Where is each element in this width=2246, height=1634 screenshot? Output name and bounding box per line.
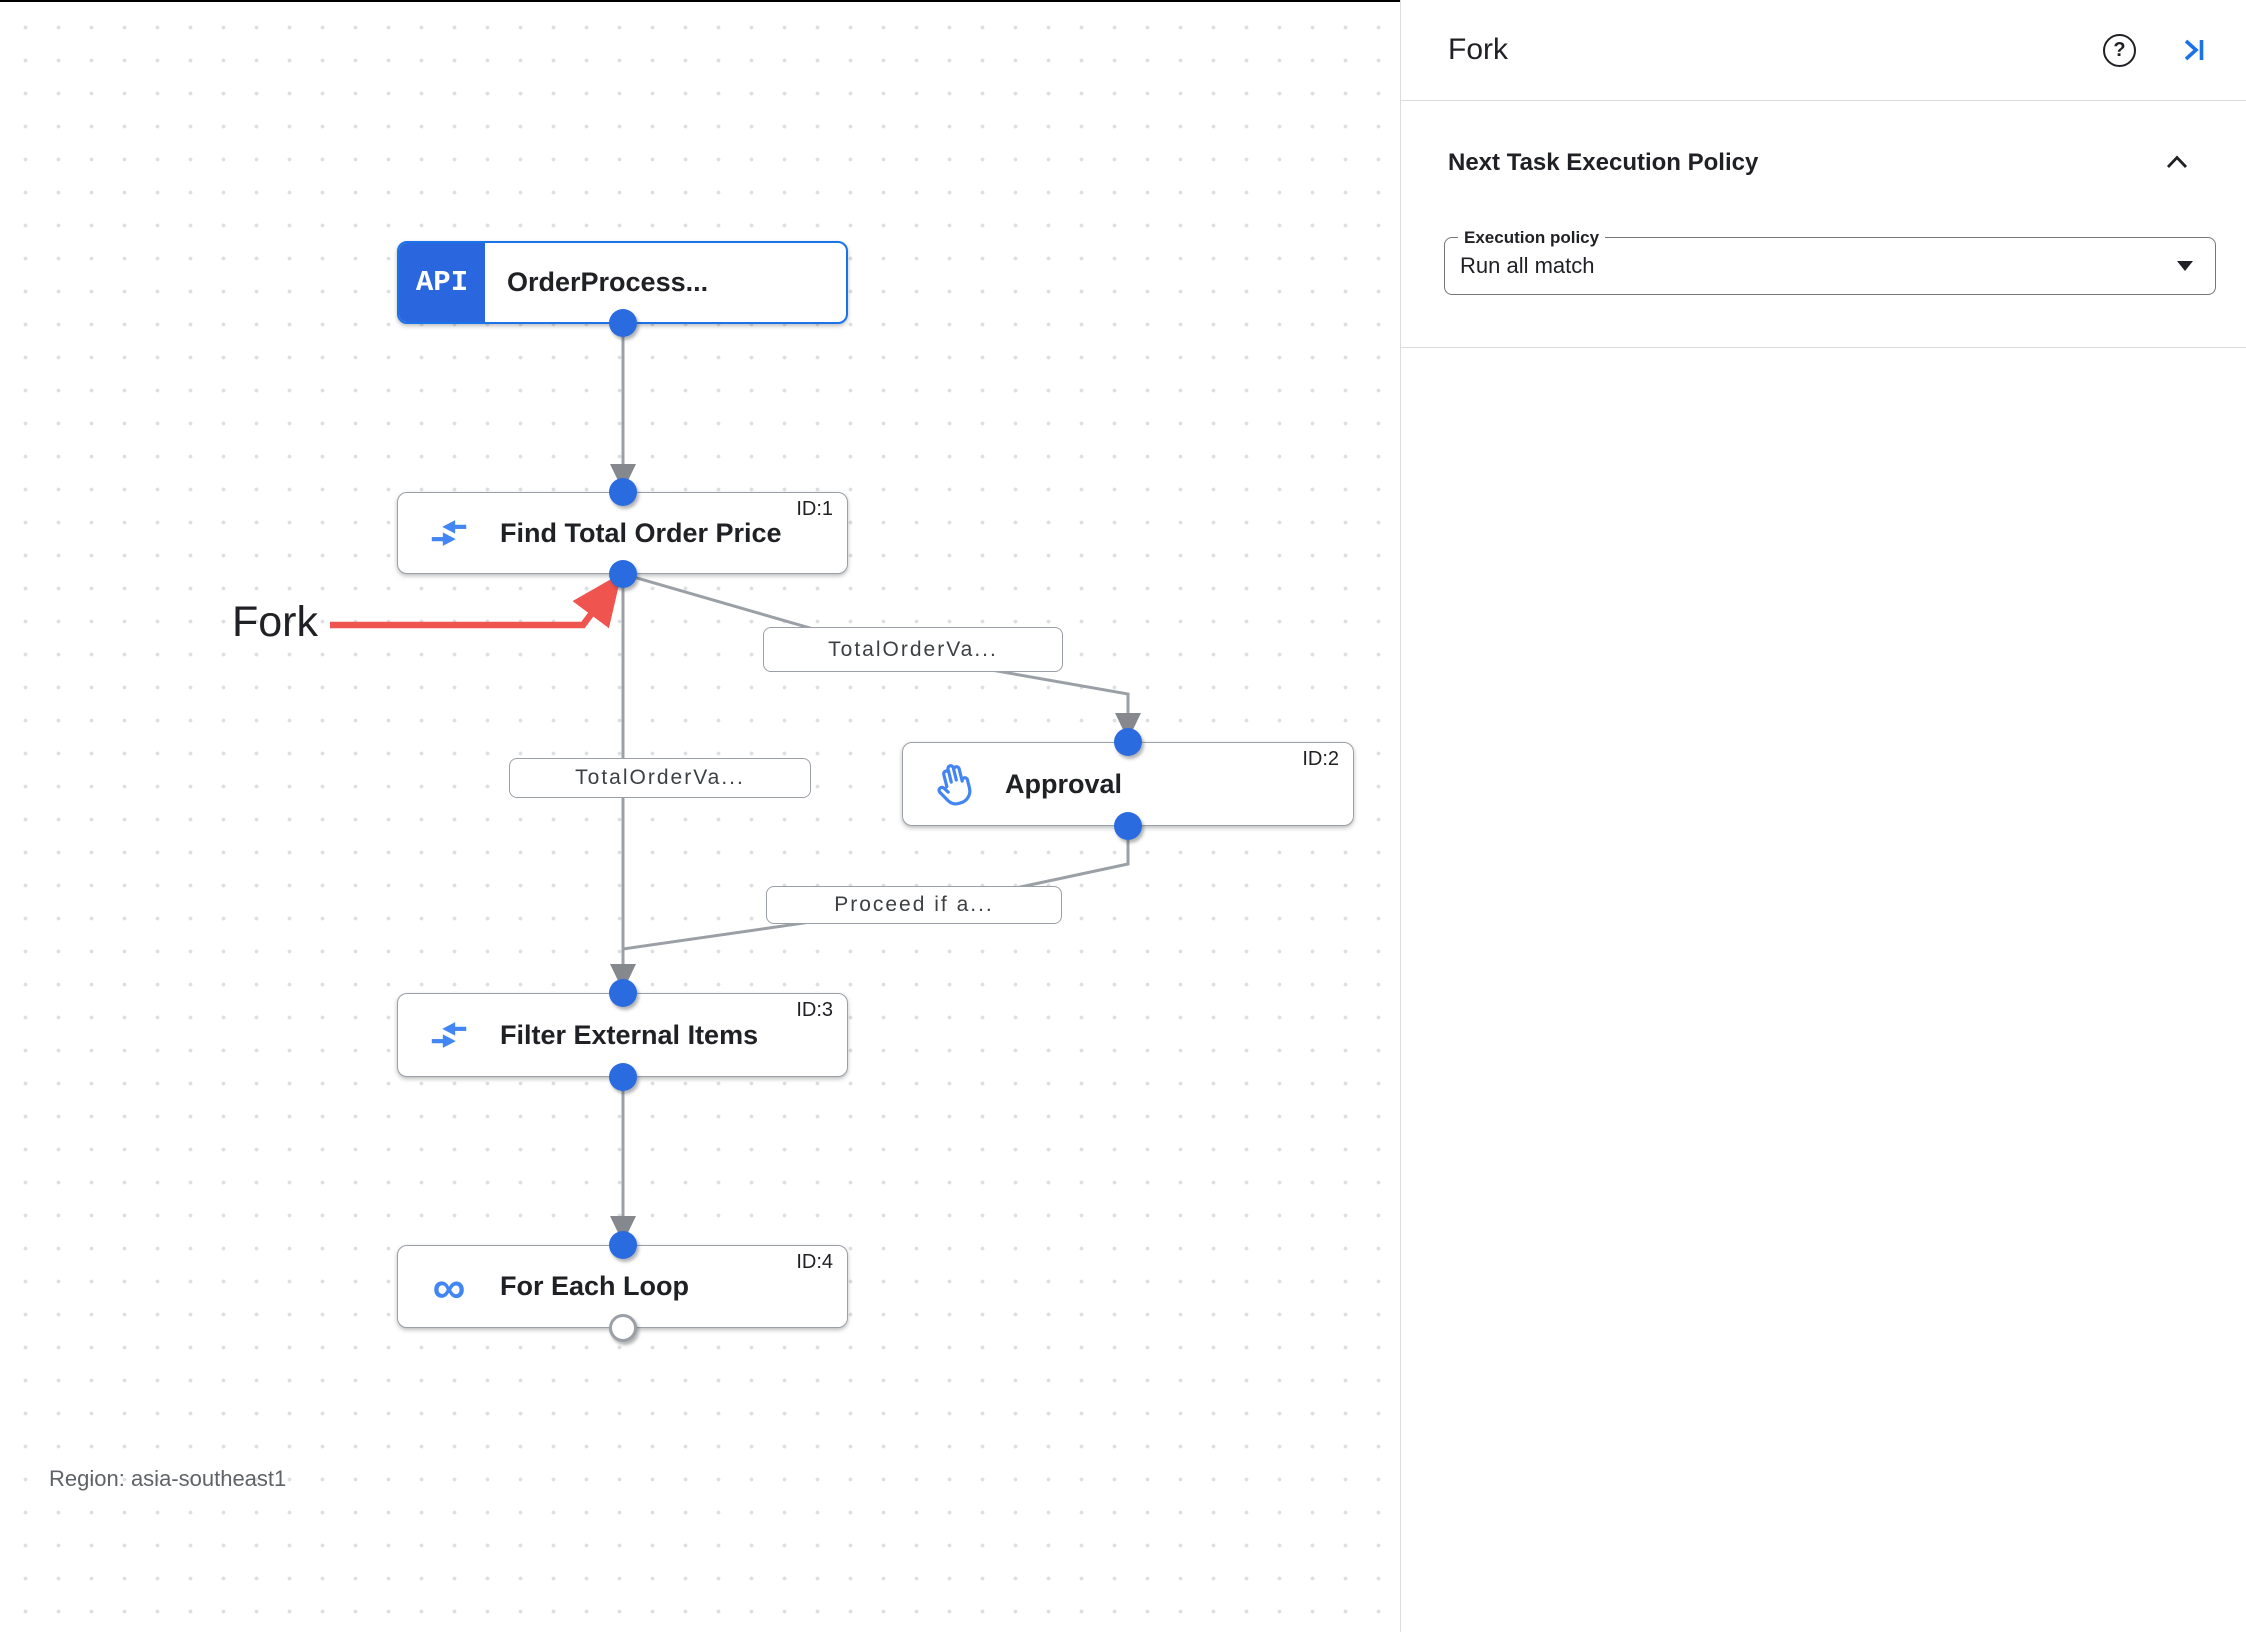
dropdown-caret-icon: [2177, 261, 2193, 271]
help-icon[interactable]: ?: [2103, 33, 2136, 67]
connector-dot-filter-out[interactable]: [609, 1063, 637, 1091]
section-title: Next Task Execution Policy: [1448, 149, 1759, 176]
connector-dot-foreach-in[interactable]: [609, 1231, 637, 1259]
connector-dot-trigger-out[interactable]: [609, 309, 637, 337]
node-title: For Each Loop: [500, 1271, 689, 1301]
execution-policy-label: Execution policy: [1458, 228, 1606, 248]
edge-label-fork-left[interactable]: TotalOrderVa...: [509, 758, 811, 798]
connector-dot-filter-in[interactable]: [609, 979, 637, 1007]
node-title: Filter External Items: [500, 1019, 759, 1050]
node-title: OrderProcess...: [507, 267, 709, 297]
node-id-label: ID:1: [796, 498, 833, 520]
connector-dot-find-in[interactable]: [609, 478, 637, 506]
data-mapping-icon: [426, 517, 472, 549]
node-title: Approval: [1005, 768, 1123, 799]
execution-policy-select[interactable]: Execution policy Run all match: [1444, 228, 2216, 295]
edge-label-fork-right[interactable]: TotalOrderVa...: [763, 627, 1063, 672]
fork-annotation-arrow: [330, 572, 622, 629]
collapse-panel-icon[interactable]: [2178, 35, 2208, 65]
approval-hand-icon: [926, 757, 981, 811]
connector-dot-approval-in[interactable]: [1114, 728, 1142, 756]
data-mapping-icon: [426, 1019, 472, 1051]
connector-dot-find-out[interactable]: [609, 560, 637, 588]
execution-policy-value: Run all match: [1460, 253, 1595, 278]
panel-header-divider: [1401, 100, 2246, 101]
panel-title: Fork: [1448, 33, 1508, 66]
api-trigger-badge: API: [399, 243, 485, 322]
section-divider: [1401, 347, 2246, 348]
region-label: Region: asia-southeast1: [49, 1466, 287, 1491]
fork-annotation-text: Fork: [232, 598, 318, 646]
panel-header: Fork ?: [1401, 0, 2246, 100]
loop-infinity-icon: ∞: [432, 1260, 466, 1313]
edge-label-proceed[interactable]: Proceed if a...: [766, 886, 1062, 924]
chevron-up-icon[interactable]: [2162, 148, 2192, 178]
workflow-canvas[interactable]: API OrderProcess... Find Total Order Pri…: [0, 0, 1400, 1632]
node-id-label: ID:3: [796, 999, 833, 1021]
node-title: Find Total Order Price: [500, 517, 782, 548]
connector-dot-approval-out[interactable]: [1114, 812, 1142, 840]
node-id-label: ID:4: [796, 1251, 833, 1273]
connector-dot-foreach-out[interactable]: [609, 1314, 637, 1342]
next-task-policy-section-header[interactable]: Next Task Execution Policy: [1448, 148, 2192, 178]
task-config-panel: Fork ? Next Task Execution Policy Execut…: [1400, 0, 2246, 1632]
edge-connectors: [330, 323, 1141, 1243]
node-id-label: ID:2: [1302, 748, 1339, 770]
